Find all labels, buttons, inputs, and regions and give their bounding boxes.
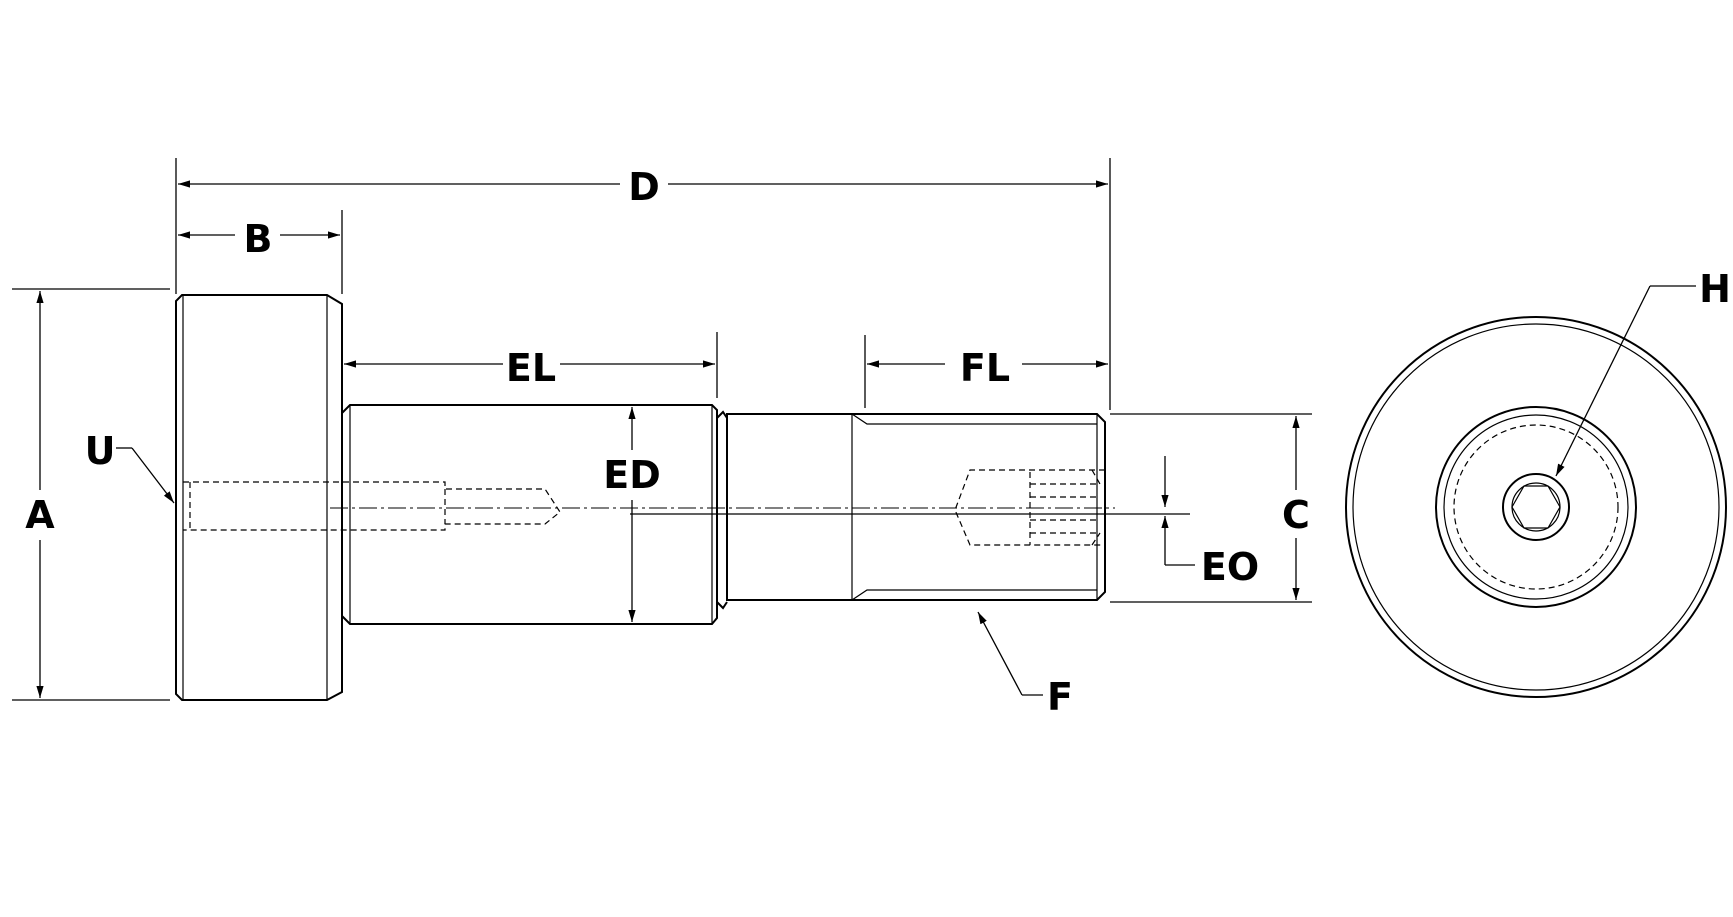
end-view <box>1345 316 1727 698</box>
leader-h: H <box>1555 267 1731 477</box>
dim-el: EL <box>344 346 715 390</box>
label-ed: ED <box>603 453 661 497</box>
dim-eo: EO <box>1161 456 1259 589</box>
dim-b: B <box>178 217 340 261</box>
dim-d: D <box>178 165 1108 209</box>
label-d: D <box>628 165 660 209</box>
groove <box>716 410 728 610</box>
leader-u: U <box>85 429 175 504</box>
label-u: U <box>85 429 116 473</box>
dim-fl: FL <box>867 346 1108 390</box>
hex-socket-hidden <box>954 469 1105 546</box>
label-c: C <box>1282 493 1310 537</box>
lube-hole-hidden <box>183 481 561 531</box>
leader-f: F <box>977 611 1073 719</box>
dimensions: D B EL FL A ED <box>12 158 1731 719</box>
label-b: B <box>244 217 273 261</box>
label-el: EL <box>506 346 556 390</box>
label-fl: FL <box>960 346 1010 390</box>
hex-socket-icon <box>1511 485 1561 529</box>
side-view <box>175 294 1190 701</box>
roller-outline <box>175 294 343 701</box>
label-a: A <box>25 493 55 537</box>
threaded-shaft <box>726 413 1106 601</box>
label-h: H <box>1699 267 1731 311</box>
dim-a: A <box>25 291 55 698</box>
label-f: F <box>1047 675 1073 719</box>
label-eo: EO <box>1201 545 1259 589</box>
dim-ed: ED <box>603 407 661 622</box>
centerlines <box>330 507 1190 515</box>
dim-c: C <box>1282 416 1310 600</box>
